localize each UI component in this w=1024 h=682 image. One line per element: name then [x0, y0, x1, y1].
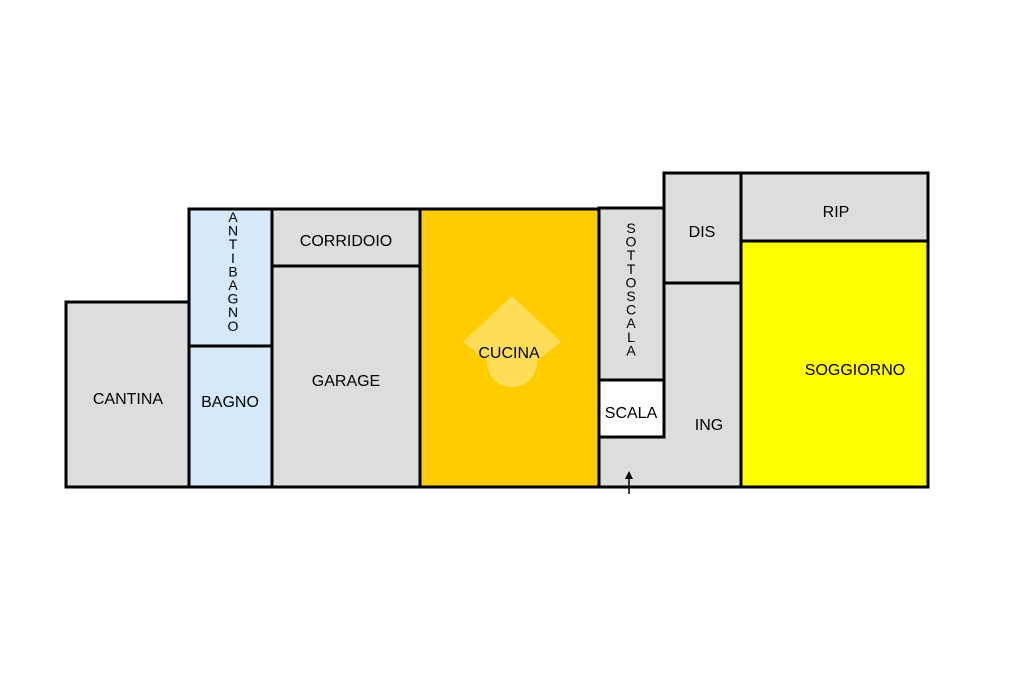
vertical-label-letter: A: [626, 315, 636, 331]
vertical-label-letter: O: [626, 234, 637, 250]
vertical-label-letter: I: [231, 250, 235, 266]
vertical-label-letter: O: [228, 318, 239, 334]
room-scala: [597, 378, 666, 439]
vertical-label-letter: G: [228, 291, 239, 307]
room-cucina: [418, 207, 601, 489]
vertical-label-letter: S: [626, 288, 635, 304]
vertical-label-letter: T: [229, 236, 238, 252]
room-cantina: [64, 300, 191, 489]
vertical-label-letter: T: [627, 261, 636, 277]
label-rip: RIP: [823, 204, 850, 221]
vertical-label-letter: T: [627, 247, 636, 263]
label-cucina: CUCINA: [478, 345, 540, 362]
vertical-label-letter: B: [228, 263, 237, 279]
entrance-arrow-icon: [625, 471, 633, 494]
label-garage: GARAGE: [312, 373, 380, 390]
vertical-label-letter: N: [228, 223, 238, 239]
label-bagno: BAGNO: [201, 394, 259, 411]
room-dis: [662, 171, 743, 285]
label-corridoio: CORRIDOIO: [300, 233, 392, 250]
vertical-label-letter: O: [626, 274, 637, 290]
vertical-label-letter: A: [626, 342, 636, 358]
vertical-label-letter: L: [627, 329, 635, 345]
room-sottoscala: [597, 206, 666, 382]
house-logo-icon: [463, 296, 561, 387]
label-dis: DIS: [689, 224, 716, 241]
vertical-label-letter: S: [626, 220, 635, 236]
label-ing: ING: [695, 417, 723, 434]
label-scala: SCALA: [605, 405, 658, 422]
room-soggiorno: [739, 239, 930, 489]
room-rip: [739, 171, 930, 243]
label-cantina: CANTINA: [93, 391, 164, 408]
vertical-label-letter: N: [228, 304, 238, 320]
vertical-label-letter: C: [626, 302, 636, 318]
room-bagno: [187, 344, 274, 489]
vertical-label-letter: A: [228, 277, 238, 293]
label-soggiorno: SOGGIORNO: [805, 362, 905, 379]
vertical-label-letter: A: [228, 209, 238, 225]
room-antibagno: [187, 207, 274, 348]
